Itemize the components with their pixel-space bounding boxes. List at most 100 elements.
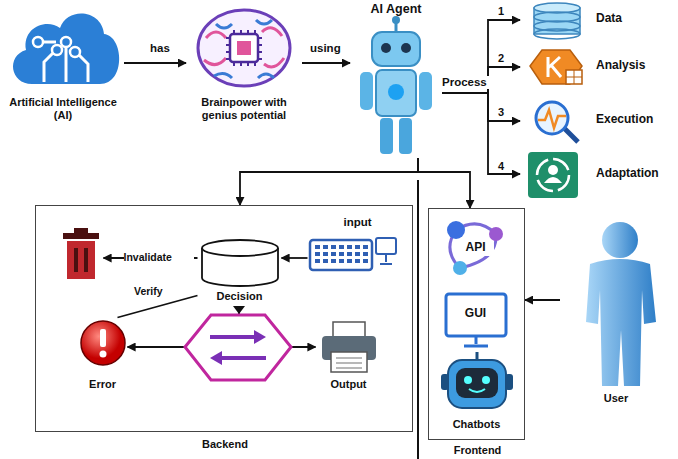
robot-arm (419, 72, 432, 110)
brain-fold (214, 20, 274, 78)
key (315, 252, 320, 256)
flow-arrow (442, 93, 520, 121)
flow-arrow (525, 299, 560, 301)
error-node: Error (78, 318, 128, 394)
key (355, 252, 360, 256)
icon-svg (520, 0, 670, 40)
ai-cloud-node: Artificial Intelligence (AI) (2, 2, 124, 128)
switch-arrow-head (254, 330, 266, 344)
flow-arrow (282, 257, 308, 259)
key (363, 259, 368, 263)
circuit-node (61, 37, 71, 47)
user-head (602, 222, 638, 258)
switch-arrow-head (210, 351, 222, 365)
flow-arrow (442, 93, 520, 174)
edge-label: using (308, 42, 343, 55)
analysis-shape (530, 50, 582, 84)
key (315, 259, 320, 263)
decision-store: Decision (198, 236, 282, 308)
flow-arrow (118, 296, 198, 318)
bot-antenna (475, 352, 478, 360)
callout-number: 2 (496, 52, 506, 65)
print-line (336, 362, 362, 363)
robot-head (372, 32, 420, 66)
key (363, 252, 368, 256)
key (363, 245, 368, 249)
node-label: Backend (36, 438, 414, 451)
process-step: Analysis (520, 46, 670, 88)
exclamation-dot (99, 350, 106, 357)
flow-arrow (418, 158, 470, 208)
node-label: Brainpower with genius potential (186, 96, 302, 121)
robot-eye (401, 43, 411, 53)
node-label: Invalidate (124, 251, 194, 263)
key (323, 259, 328, 263)
key (355, 245, 360, 249)
chip (230, 34, 258, 62)
adapt-head (548, 165, 558, 175)
backend-panel: BackendinputDecisionInvalidateErrorOutpu… (35, 205, 413, 432)
key (331, 259, 336, 263)
trash-body (67, 241, 95, 279)
api-dot (447, 221, 465, 239)
icon-svg (440, 292, 512, 350)
key (347, 252, 352, 256)
node-label: GUI (440, 307, 512, 321)
keyboard-frame (310, 240, 372, 270)
bot-eye (464, 376, 472, 384)
key (323, 252, 328, 256)
gui-node: GUI (440, 292, 512, 350)
icon-svg (350, 0, 442, 158)
switch-hexagon (185, 315, 291, 380)
magnifier-lens (536, 102, 568, 134)
db-ring (534, 29, 580, 39)
exclamation-bar (100, 329, 106, 347)
antenna-tip (392, 16, 400, 24)
analysis-grid (566, 70, 582, 84)
node-label: Decision (198, 290, 282, 303)
chip-core (237, 41, 251, 55)
monitor (376, 238, 396, 254)
trash-handle (74, 228, 88, 233)
circuit-line (65, 46, 68, 82)
cylinder-top (202, 240, 278, 256)
flow-arrow (302, 62, 350, 64)
key (347, 245, 352, 249)
brain-outline (198, 10, 290, 86)
adapt-body (544, 177, 562, 183)
printer-output (331, 352, 367, 372)
switch-arrow (220, 356, 266, 360)
key (339, 259, 344, 263)
agent-node: AI Agent (350, 0, 442, 158)
adapt-cycle (537, 159, 569, 191)
key (355, 259, 360, 263)
callout-number: 3 (496, 106, 506, 119)
analysis-table (566, 70, 582, 84)
bot-face (456, 368, 498, 398)
edge-label: has (148, 42, 172, 55)
user-body (586, 259, 656, 386)
callout-number: 1 (496, 5, 506, 18)
switch-arrow (210, 335, 256, 339)
node-label: AI Agent (350, 2, 442, 16)
api-dot (489, 227, 503, 241)
arrow-head (233, 306, 245, 314)
pulse-line (538, 110, 566, 128)
node-label: Output (316, 378, 382, 391)
key (339, 245, 344, 249)
node-label: API (438, 241, 514, 255)
bot-head (448, 360, 506, 408)
process-step: Execution (520, 98, 670, 144)
node-label: Analysis (596, 59, 668, 73)
edge-label: Verify (132, 285, 165, 297)
key (331, 252, 336, 256)
node-label: Frontend (429, 444, 526, 457)
icon-svg (560, 218, 672, 410)
bot-mouth (469, 389, 485, 392)
api-dot (453, 261, 467, 275)
robot-eye (381, 43, 391, 53)
key (347, 259, 352, 263)
circuit-node (52, 45, 62, 55)
node-label: User (560, 392, 672, 405)
